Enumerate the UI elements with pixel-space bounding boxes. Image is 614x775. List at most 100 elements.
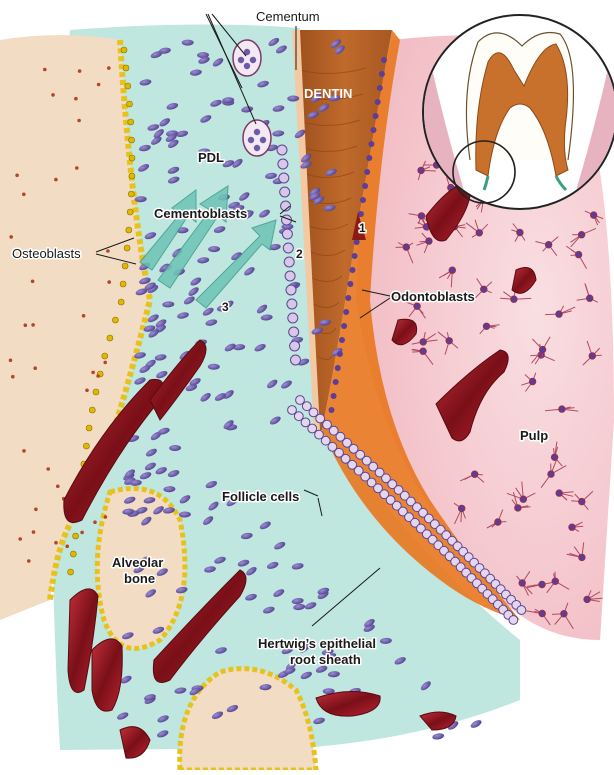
osteoblast-cell	[68, 569, 74, 575]
pulp-nucleus	[539, 346, 545, 352]
pulp-nucleus	[483, 323, 489, 329]
osteocyte	[107, 66, 111, 70]
osteocyte	[34, 508, 38, 512]
odontoblast-cell	[337, 351, 343, 357]
osteoblast-cell	[122, 263, 128, 269]
osteoblast-cell	[121, 47, 127, 53]
osteocyte	[96, 374, 100, 378]
pulp-nucleus	[519, 580, 525, 586]
marker-3: 3	[222, 300, 229, 314]
odontoblast-cell	[352, 253, 358, 259]
cementoblast-cell	[290, 341, 300, 351]
cementoblast-cell	[284, 257, 294, 267]
odontoblast-cell	[375, 99, 381, 105]
odontoblast-cell	[345, 295, 351, 301]
hertwig-sheath-cell	[517, 606, 526, 615]
cluster-cell	[250, 57, 256, 63]
osteoblast-cell	[107, 335, 113, 341]
pulp-nucleus	[591, 212, 597, 218]
label-alveolar-bone-2: bone	[124, 571, 155, 586]
osteocyte	[75, 166, 79, 170]
pulp-nucleus	[476, 230, 482, 236]
cluster-cell	[238, 57, 244, 63]
pulp-nucleus	[418, 213, 424, 219]
cementoblast-cell	[291, 355, 301, 365]
label-osteoblasts: Osteoblasts	[12, 246, 81, 261]
odontoblast-cell	[368, 141, 374, 147]
osteocyte	[15, 174, 19, 178]
osteoblast-cell	[120, 281, 126, 287]
odontoblast-cell	[331, 393, 337, 399]
osteocyte	[18, 537, 22, 541]
marker-1: 1	[359, 221, 366, 235]
cementoblast-cell	[282, 229, 292, 239]
pulp-nucleus	[559, 406, 565, 412]
odontoblast-cell	[360, 197, 366, 203]
pulp-nucleus	[584, 596, 590, 602]
osteoblast-cell	[127, 209, 133, 215]
pulp-nucleus	[579, 498, 585, 504]
osteocyte	[43, 68, 47, 72]
osteocyte	[54, 178, 58, 182]
pulp-nucleus	[426, 238, 432, 244]
odontoblast-cell	[373, 113, 379, 119]
osteocyte	[22, 449, 26, 453]
osteocyte	[31, 280, 35, 284]
osteoblast-cell	[128, 119, 134, 125]
osteoblast-cell	[93, 389, 99, 395]
label-hertwig-1: Hertwig’s epithelial	[258, 636, 376, 651]
osteocyte	[46, 467, 50, 471]
osteocyte	[106, 249, 110, 253]
osteoblast-cell	[112, 317, 118, 323]
cluster-cell	[254, 129, 260, 135]
osteocyte	[11, 375, 15, 379]
cluster-cell	[248, 137, 254, 143]
pulp-nucleus	[561, 611, 567, 617]
osteocyte	[93, 520, 97, 524]
odontoblast-cell	[335, 365, 341, 371]
label-pulp: Pulp	[520, 428, 548, 443]
label-dentin: DENTIN	[304, 86, 352, 101]
osteocyte	[9, 235, 13, 239]
osteocyte	[22, 193, 26, 197]
osteocyte	[74, 97, 78, 101]
cluster-cell	[254, 145, 260, 151]
pulp-nucleus	[515, 505, 521, 511]
pulp-nucleus	[481, 286, 487, 292]
cementoblast-cell	[285, 271, 295, 281]
pulp-nucleus	[556, 490, 562, 496]
pulp-nucleus	[575, 251, 581, 257]
pulp-nucleus	[511, 296, 517, 302]
osteocyte	[24, 323, 28, 327]
pulp-nucleus	[420, 348, 426, 354]
label-hertwig-2: root sheath	[290, 652, 361, 667]
pulp-nucleus	[556, 311, 562, 317]
cementoblast-cell	[289, 327, 299, 337]
osteocyte	[33, 366, 37, 370]
pulp-nucleus	[446, 338, 452, 344]
label-follicle-cells: Follicle cells	[222, 489, 299, 504]
osteoblast-cell	[127, 101, 133, 107]
cementoblast-cell	[277, 145, 287, 155]
odontoblast-cell	[371, 127, 377, 133]
pulp-nucleus	[449, 267, 455, 273]
pdl-cell	[469, 718, 482, 729]
pulp-nucleus	[495, 519, 501, 525]
pulp-nucleus	[403, 244, 409, 250]
pdl-cell	[208, 364, 220, 370]
pulp-nucleus	[579, 554, 585, 560]
osteocyte	[103, 361, 107, 365]
pulp-nucleus	[552, 578, 558, 584]
cementoblast-cell	[280, 187, 290, 197]
cementoblast-cell	[283, 243, 293, 253]
cementoblast-cell	[278, 159, 288, 169]
osteocyte	[27, 559, 31, 563]
osteocyte	[9, 359, 13, 363]
osteocyte	[54, 541, 58, 545]
osteoblast-cell	[129, 137, 135, 143]
osteocyte	[31, 323, 35, 327]
osteocyte	[32, 530, 36, 534]
osteocyte	[97, 83, 101, 87]
